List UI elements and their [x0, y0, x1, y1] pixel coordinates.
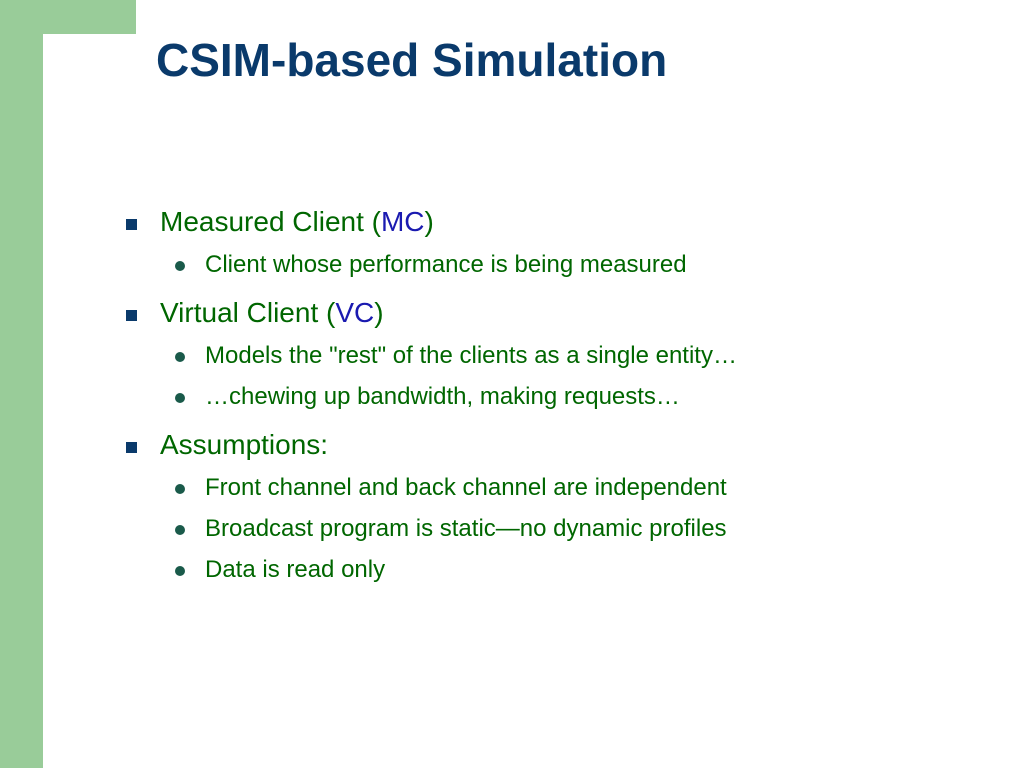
side-accent-bar: [0, 0, 43, 768]
round-bullet-icon: [175, 352, 185, 362]
bullet-text-end: ): [374, 297, 384, 328]
bullet-virtual-client: Virtual Client (VC): [120, 291, 1000, 335]
bullet-text-end: ): [424, 206, 434, 237]
bullet-measured-client: Measured Client (MC): [120, 200, 1000, 244]
acronym-mc: MC: [380, 206, 425, 237]
round-bullet-icon: [175, 484, 185, 494]
bullet-text: Measured Client (: [160, 206, 381, 237]
sub-bullet-text: Data is read only: [205, 556, 386, 583]
square-bullet-icon: [126, 310, 137, 321]
round-bullet-icon: [175, 566, 185, 576]
acronym-vc: VC: [335, 297, 375, 328]
sub-bullet-text: …chewing up bandwidth, making requests…: [205, 383, 680, 410]
sub-bullet-text: Front channel and back channel are indep…: [205, 474, 727, 501]
sub-bullet: Models the "rest" of the clients as a si…: [120, 335, 1000, 376]
bullet-assumptions: Assumptions:: [120, 423, 1000, 467]
sub-bullet: Data is read only: [120, 549, 1000, 590]
top-accent-bar: [0, 0, 136, 34]
sub-bullet: Broadcast program is static—no dynamic p…: [120, 508, 1000, 549]
round-bullet-icon: [175, 393, 185, 403]
sub-bullet: …chewing up bandwidth, making requests…: [120, 376, 1000, 417]
slide-title: CSIM-based Simulation: [156, 34, 668, 86]
square-bullet-icon: [126, 442, 137, 453]
bullet-list: Measured Client (MC) Client whose perfor…: [120, 200, 1000, 590]
bullet-text: Virtual Client (: [160, 297, 336, 328]
sub-bullet-text: Client whose performance is being measur…: [205, 251, 687, 278]
round-bullet-icon: [175, 525, 185, 535]
accent-corner-curve: [43, 34, 143, 134]
bullet-text: Assumptions:: [160, 429, 329, 460]
sub-bullet: Front channel and back channel are indep…: [120, 467, 1000, 508]
sub-bullet: Client whose performance is being measur…: [120, 244, 1000, 285]
square-bullet-icon: [126, 219, 137, 230]
round-bullet-icon: [175, 261, 185, 271]
sub-bullet-text: Models the "rest" of the clients as a si…: [205, 342, 737, 369]
sub-bullet-text: Broadcast program is static—no dynamic p…: [205, 515, 727, 542]
